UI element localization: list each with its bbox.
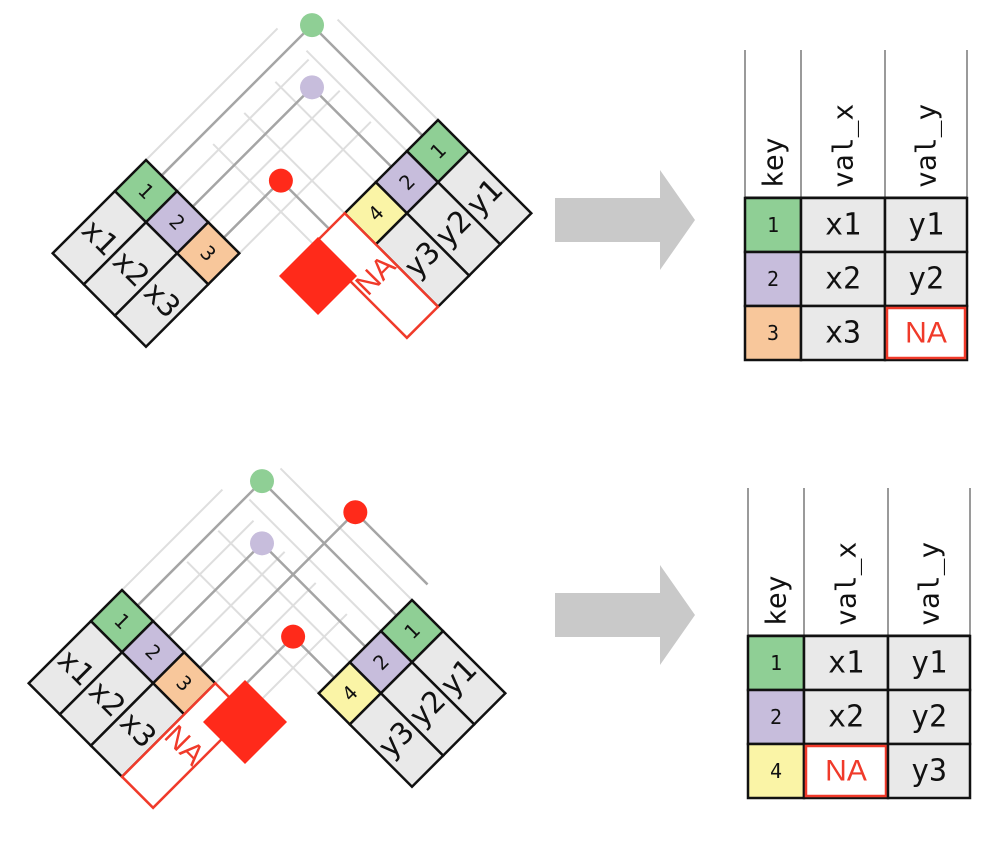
grid-line bbox=[121, 488, 224, 591]
no-match-dot bbox=[343, 500, 368, 525]
grid-line bbox=[214, 582, 317, 685]
right-na-cell bbox=[311, 211, 440, 340]
unmatched-square bbox=[279, 237, 357, 315]
grid-line bbox=[176, 58, 310, 192]
match-dot bbox=[300, 13, 324, 38]
result-key-label: 1 bbox=[770, 651, 782, 675]
grid-line bbox=[212, 143, 315, 246]
grid-line bbox=[305, 49, 408, 152]
result-value-label: x1 bbox=[828, 646, 864, 681]
grid-line bbox=[145, 27, 279, 161]
grid-line bbox=[279, 467, 413, 601]
result-value-label: y2 bbox=[911, 700, 947, 735]
unmatched-square bbox=[203, 680, 287, 764]
result-key-label: 4 bbox=[770, 759, 782, 783]
column-header: key bbox=[760, 575, 793, 626]
result-value-label: x2 bbox=[828, 700, 864, 735]
result-na-border bbox=[885, 306, 967, 360]
result-value-label: y2 bbox=[908, 262, 944, 297]
grid-line bbox=[245, 613, 348, 716]
result-key-label: 2 bbox=[767, 267, 779, 291]
grid-line bbox=[243, 112, 346, 215]
match-dot bbox=[300, 75, 324, 100]
grid-line bbox=[186, 561, 320, 695]
result-table: key val_x val_y 1 x1 y1 2 x2 y2 3 x3 NA bbox=[743, 50, 969, 362]
column-header: key bbox=[757, 137, 790, 188]
result-key-cell bbox=[746, 688, 806, 746]
result-value-label: x3 bbox=[825, 316, 861, 351]
result-value-cell bbox=[886, 634, 972, 692]
result-value-label: NA bbox=[825, 755, 867, 788]
result-value-cell bbox=[799, 196, 887, 254]
result-value-cell bbox=[883, 304, 969, 362]
column-header: val_y bbox=[910, 104, 944, 188]
arrow-icon bbox=[555, 565, 695, 665]
arrow-icon bbox=[555, 170, 695, 270]
connector-line bbox=[160, 23, 424, 177]
grid-line bbox=[248, 498, 382, 632]
result-value-cell bbox=[886, 742, 972, 800]
join-grid bbox=[121, 467, 413, 716]
arrow-icon bbox=[555, 170, 695, 270]
result-key-label: 1 bbox=[767, 213, 779, 237]
grid-line bbox=[183, 551, 286, 653]
result-value-cell bbox=[886, 688, 972, 746]
result-na-border bbox=[804, 744, 888, 798]
result-value-label: y1 bbox=[911, 646, 947, 681]
right-value-cell bbox=[348, 691, 445, 789]
arrow-icon bbox=[555, 565, 695, 665]
result-value-label: y1 bbox=[908, 208, 944, 243]
grid-line bbox=[336, 18, 439, 121]
result-value-cell bbox=[799, 304, 887, 362]
result-value-label: x1 bbox=[825, 208, 861, 243]
grid-line bbox=[207, 89, 341, 223]
grid-line bbox=[238, 121, 372, 255]
column-header: val_y bbox=[913, 542, 947, 626]
column-header: val_x bbox=[830, 542, 864, 626]
result-value-label: NA bbox=[905, 317, 947, 350]
result-value-cell bbox=[802, 634, 890, 692]
match-markers bbox=[268, 13, 357, 315]
result-key-label: 3 bbox=[767, 321, 779, 345]
result-value-label: y3 bbox=[911, 754, 947, 789]
left-value-cell bbox=[113, 251, 210, 349]
grid-line bbox=[152, 519, 255, 622]
grid-line bbox=[217, 529, 351, 663]
column-header: val_x bbox=[827, 104, 861, 188]
join-grid bbox=[145, 18, 439, 255]
result-value-label: x2 bbox=[825, 262, 861, 297]
result-table: key val_x val_y 1 x1 y1 2 x2 y2 4 NA y3 bbox=[746, 488, 972, 800]
no-match-dot bbox=[268, 168, 293, 193]
no-match-dot bbox=[281, 624, 306, 649]
grid-line bbox=[274, 81, 377, 183]
match-markers bbox=[203, 469, 368, 764]
match-dot bbox=[250, 469, 274, 494]
result-key-label: 2 bbox=[770, 705, 782, 729]
result-value-cell bbox=[802, 688, 890, 746]
match-dot bbox=[250, 531, 274, 556]
